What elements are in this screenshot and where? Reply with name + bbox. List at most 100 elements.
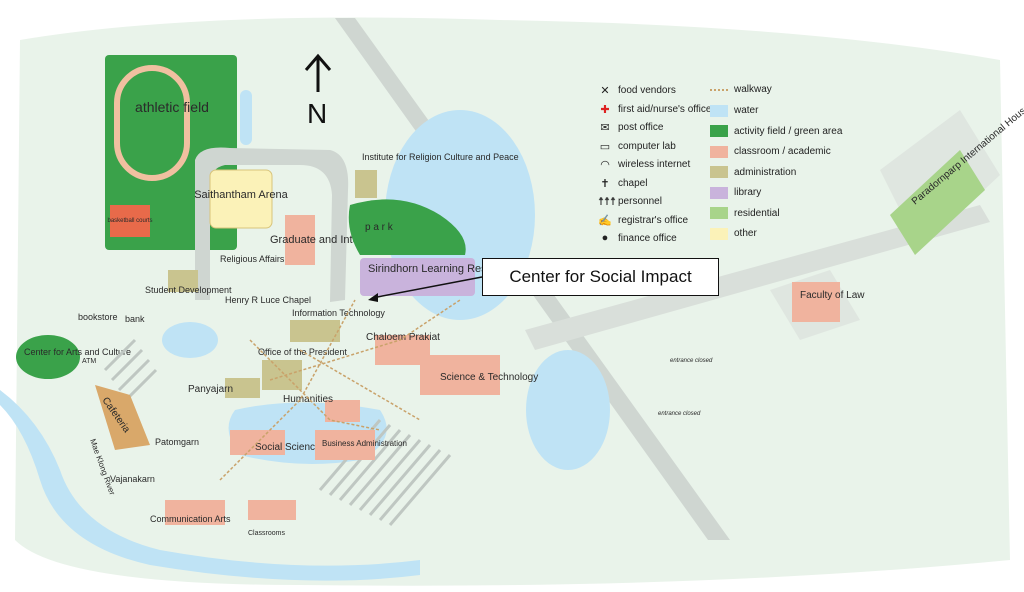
finance-icon: ● [601,232,609,244]
info-tech-label: Information Technology [292,308,385,318]
legend-label: classroom / academic [734,146,831,157]
humanities-building [325,400,360,422]
legend-item: ✕ food vendors [598,84,676,97]
ring-road [195,147,349,302]
panyajarn-label: Panyajarn [188,384,233,395]
basketball-label: basketball courts [107,218,152,224]
bank-label: bank [125,314,145,324]
legend-item: activity field / green area [710,125,842,137]
legend-item: water [710,104,759,117]
religious-affairs-label: Religious Affairs [220,254,285,264]
small-pond [162,322,218,358]
legend-item: library [710,186,761,199]
administration-swatch [710,166,728,178]
personnel-icon: ☨☨☨ [598,196,616,208]
park-label: p a r k [365,222,394,233]
other-swatch [710,227,728,240]
classroom-swatch [710,145,728,158]
athletic-field-label: athletic field [135,99,209,115]
legend-label: first aid/nurse's office [618,103,712,115]
vajanakarn-label: Vajanakarn [110,474,155,484]
president-building [262,360,302,390]
legend-label: administration [734,166,797,178]
entrance2-label: entrance closed [658,411,701,417]
legend-item: ● finance office [598,232,677,244]
atm-label: ATM [82,358,96,365]
sirindhorn-building [360,258,475,296]
legend-label: finance office [618,232,677,244]
panyajarn-building [225,378,260,398]
legend-item: ◠wireless internet [598,158,690,171]
institute-label: Institute for Religion Culture and Peace [362,152,519,162]
business-label: Business Administration [322,439,407,448]
legend-item: administration [710,166,796,178]
bookstore-label: bookstore [78,312,118,322]
running-track [114,65,190,181]
legend-item: other [710,227,757,240]
basketball-courts [110,205,150,237]
center-arts-label: Center for Arts and Culture [24,347,131,357]
saithantham-arena [209,169,273,229]
walkways [219,299,461,481]
law-building [792,282,840,322]
institute-building [355,170,377,198]
classrooms-label: Classrooms [248,530,285,537]
river [0,390,420,581]
business-building [315,430,375,460]
legend-label: walkway [734,84,772,95]
legend-item: ✚first aid/nurse's office [598,103,711,116]
legend-label: water [734,105,759,116]
student-dev-building [168,270,198,292]
legend-label: food vendors [618,85,676,96]
north-label: N [307,98,328,129]
social-science-building [230,430,285,455]
library-swatch [710,186,728,199]
cafeteria-building [95,385,150,450]
food-vendors-icon: ✕ [600,85,610,97]
legend-label: post office [618,122,664,133]
info-tech-building [290,320,340,342]
saithantham-label: Saithantham Arena [194,189,288,201]
legend-label: computer lab [618,140,676,152]
east-lake [526,350,610,470]
center-arts-area [16,335,80,379]
legend-label: registrar's office [618,214,689,226]
law-label: Faculty of Law [800,290,865,301]
legend-item: residential [710,207,780,219]
patomgarn-label: Patomgarn [155,437,199,447]
chapel-icon: ✝ [600,177,610,190]
legend-item: ☨☨☨personnel [598,195,662,208]
legend-label: personnel [618,196,662,207]
president-label: Office of the President [258,347,347,357]
entrance1-label: entrance closed [670,358,713,364]
callout-arrow [371,276,483,299]
legend-label: chapel [618,177,648,189]
north-arrow-icon [304,53,332,92]
callout-box: Center for Social Impact [482,258,719,296]
canal [240,90,252,145]
classrooms-building [248,500,296,520]
social-science-label: Social Science [255,442,321,453]
walkway-swatch [710,88,728,91]
legend-label: residential [734,207,780,219]
water-swatch [710,104,728,117]
henry-luce-label: Henry R Luce Chapel [225,295,311,305]
callout-arrowhead [368,293,378,302]
science-building [420,355,500,395]
graduate-building [285,215,315,265]
chaloem-label: Chaloem Prakiat [366,332,440,343]
humanities-label: Humanities [283,394,333,405]
computer-lab-icon: ▭ [599,140,611,153]
legend-item: ✝ chapel [598,177,647,190]
legend-label: other [734,228,757,239]
legend-item: ▭ computer lab [598,140,676,153]
paradornparp-building [890,150,985,255]
legend-label: activity field / green area [734,125,843,137]
legend-item: walkway [710,84,772,95]
legend-item: ✍registrar's office [598,214,688,227]
science-label: Science & Technology [440,372,538,383]
post-office-icon: ✉ [600,122,610,134]
wireless-icon: ◠ [600,159,610,171]
east-road [525,205,990,350]
